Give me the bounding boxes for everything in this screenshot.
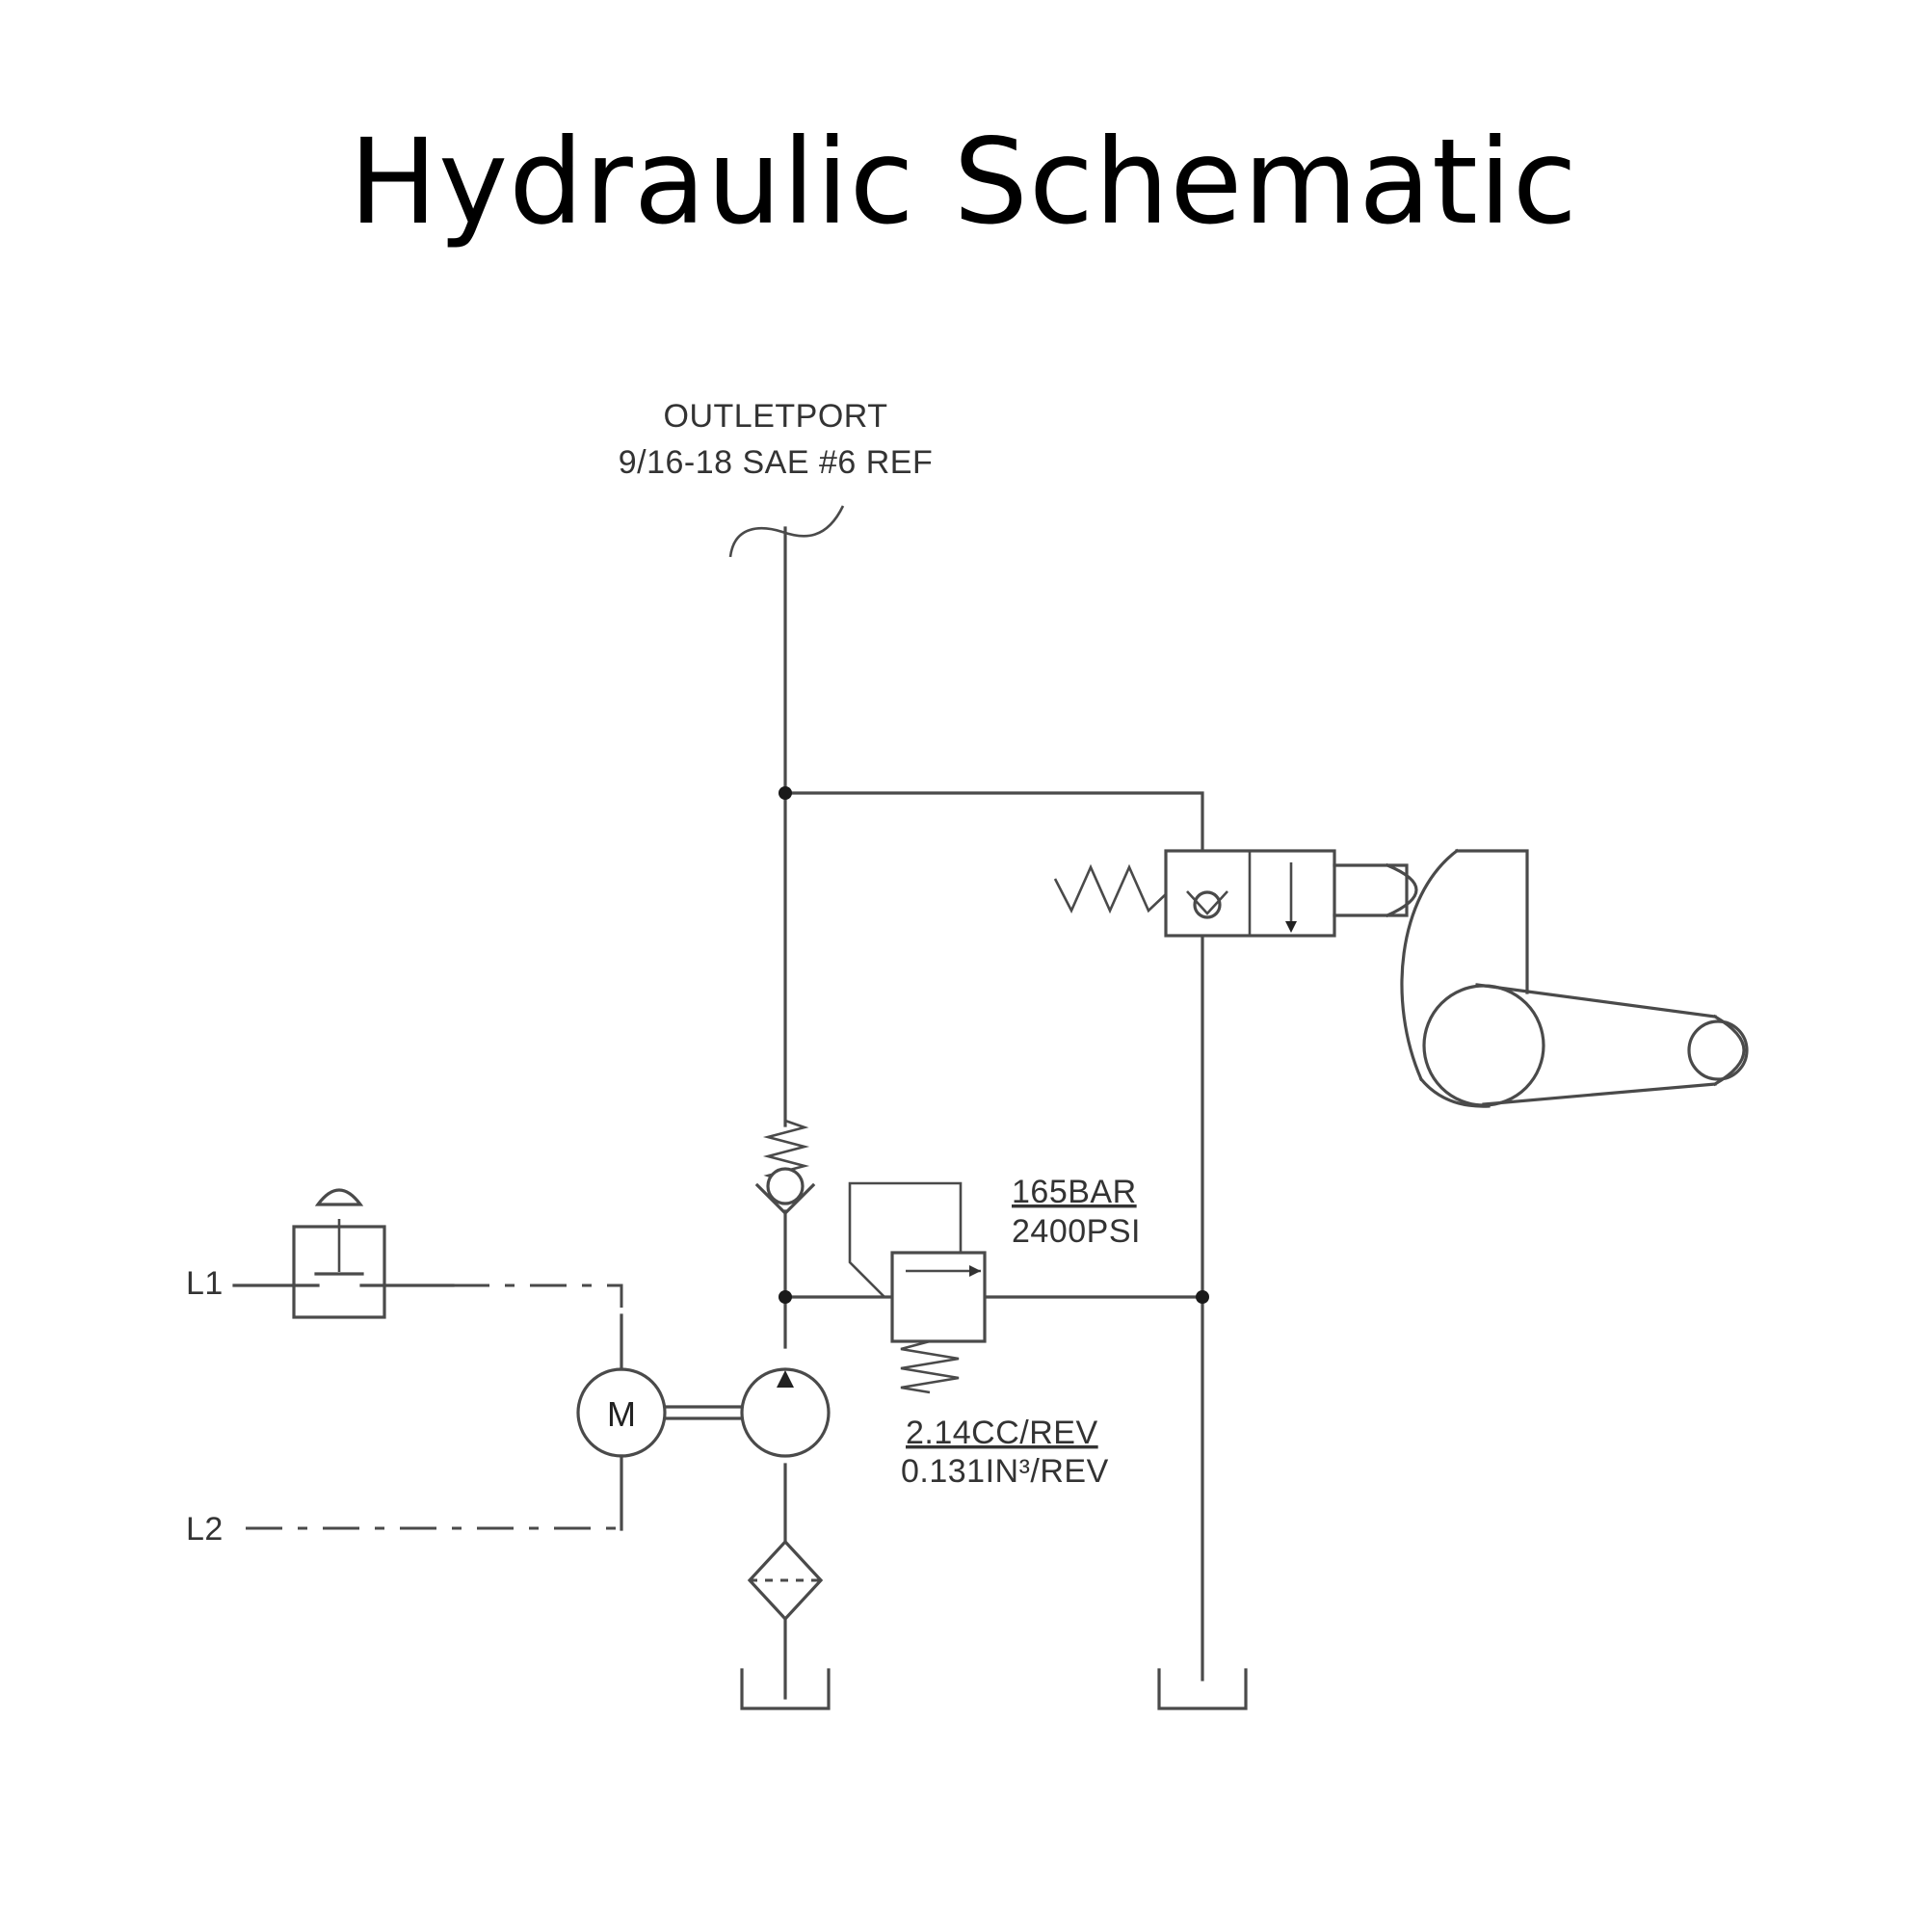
hydraulic-pump <box>660 1367 831 1458</box>
return-tank <box>1157 1668 1248 1710</box>
outlet-port-label: OUTLETPORT <box>664 398 888 435</box>
page-title: Hydraulic Schematic <box>349 114 1578 251</box>
terminal-l1: L1 <box>186 1265 224 1302</box>
terminal-l2: L2 <box>186 1511 224 1548</box>
wire-l1 <box>453 1284 623 1315</box>
junction-dot <box>779 1290 792 1304</box>
push-button-switch <box>232 1188 455 1319</box>
pump-displacement-cc: 2.14CC/REV <box>906 1415 1098 1451</box>
electric-motor: M <box>576 1313 667 1531</box>
pressure-relief-valve <box>848 1181 987 1394</box>
wire-l2 <box>246 1513 623 1530</box>
motor-label: M <box>607 1394 636 1434</box>
pump-displacement-in: 0.131IN³/REV <box>901 1453 1109 1490</box>
suction-filter <box>747 1539 824 1622</box>
junction-dot <box>1196 1290 1209 1304</box>
outlet-port-break-symbol <box>728 505 845 558</box>
release-lever-handle <box>1400 848 1749 1108</box>
return-line <box>783 791 1204 1681</box>
manual-release-valve <box>1053 849 1418 973</box>
spring-check-valve <box>754 1119 816 1216</box>
outlet-port-spec: 9/16-18 SAE #6 REF <box>619 444 934 481</box>
reservoir-tank <box>740 1668 831 1710</box>
relief-pressure-psi: 2400PSI <box>1012 1213 1141 1250</box>
relief-pressure-bar: 165BAR <box>1012 1174 1137 1210</box>
junction-dot <box>779 786 792 800</box>
